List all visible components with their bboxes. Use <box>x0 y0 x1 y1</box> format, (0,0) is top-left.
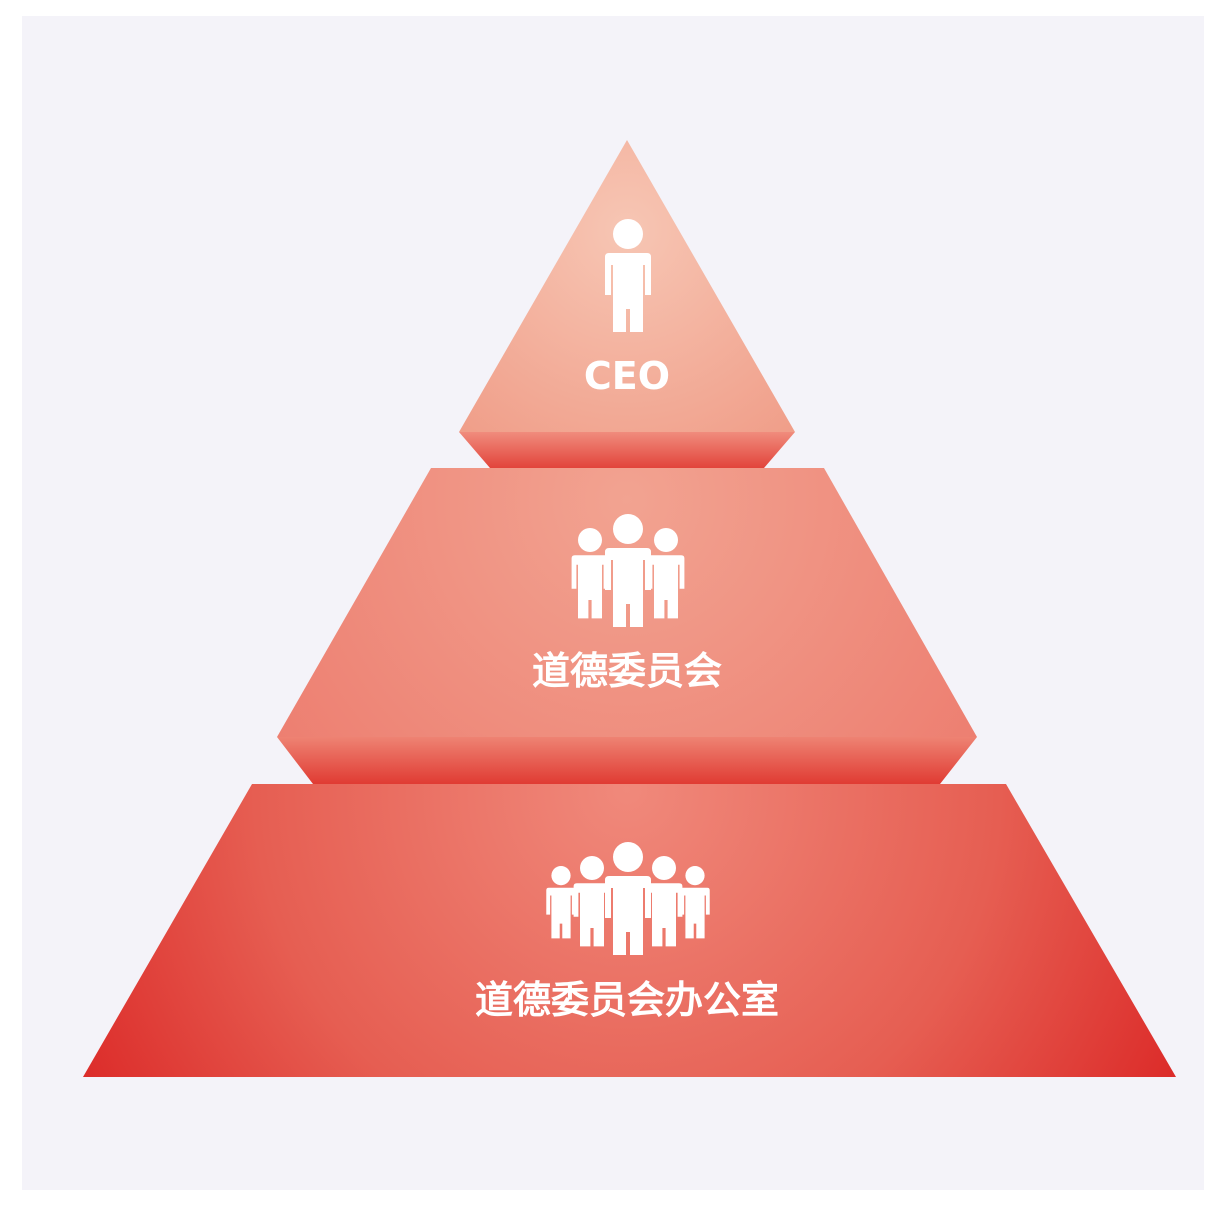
person-figure <box>546 866 576 939</box>
person-figure <box>571 528 609 619</box>
tier-top-label: CEO <box>584 354 670 398</box>
tier-bottom-label: 道德委员会办公室 <box>475 978 779 1022</box>
group-of-three-icon <box>571 514 685 627</box>
tier-middle-bevel <box>277 737 977 784</box>
tier-top-bevel <box>459 432 795 468</box>
person-figure <box>573 856 611 947</box>
person-figure <box>645 856 683 947</box>
person-icon <box>605 219 651 332</box>
person-figure <box>605 514 651 627</box>
person-figure <box>647 528 685 619</box>
person-figure <box>605 219 651 332</box>
person-figure <box>680 866 710 939</box>
person-figure <box>605 842 651 955</box>
tier-middle-label: 道德委员会 <box>532 649 722 693</box>
group-of-five-icon <box>546 842 710 955</box>
